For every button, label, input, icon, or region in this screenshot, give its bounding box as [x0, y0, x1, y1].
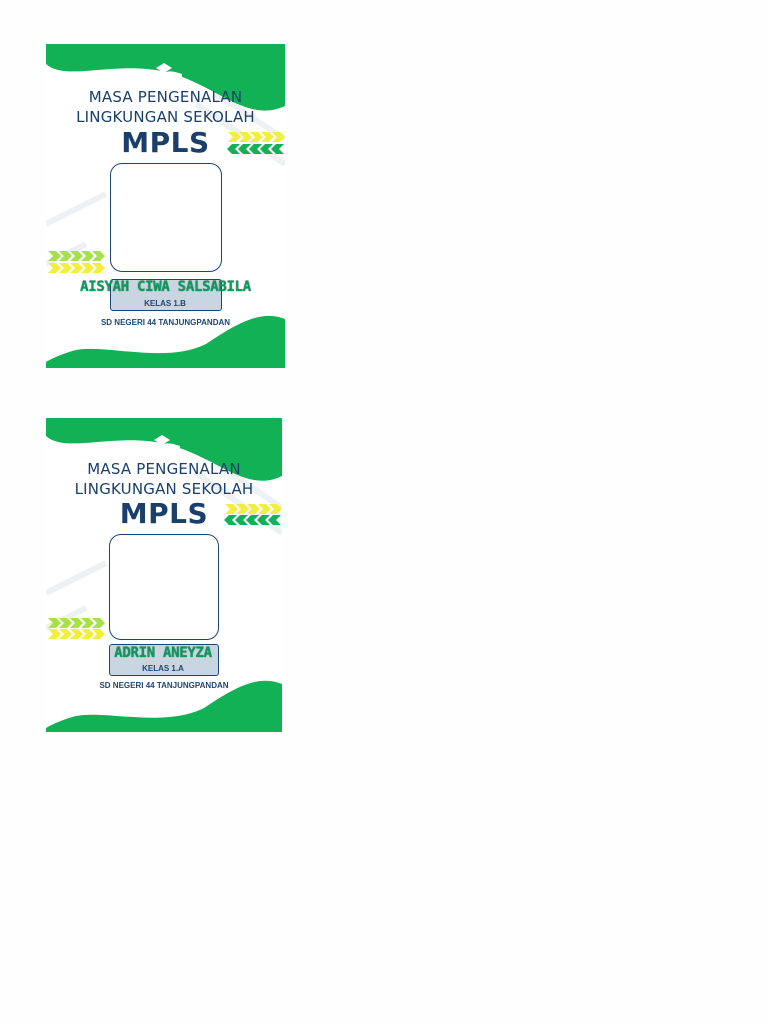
- top-wave: [46, 418, 282, 481]
- bottom-wave: [46, 315, 285, 368]
- chevron-arrows-icon-left: [48, 618, 105, 639]
- mpls-heading: MPLS: [121, 126, 210, 159]
- id-card-2: MASA PENGENALAN LINGKUNGAN SEKOLAH MPLS …: [46, 418, 282, 732]
- school-name: SD NEGERI 44 TANJUNGPANDAN: [100, 318, 231, 327]
- graduation-cap-book-icon: [144, 63, 184, 80]
- id-card-1: MASA PENGENALAN LINGKUNGAN SEKOLAH MPLS …: [46, 44, 285, 368]
- class-label: KELAS 1.B: [144, 299, 186, 308]
- student-name: ADRIN ANEYZA: [114, 645, 212, 661]
- top-wave: [46, 44, 285, 111]
- chevron-arrows-icon-left: [48, 251, 105, 273]
- class-label: KELAS 1.A: [142, 664, 184, 673]
- student-name: AISYAH CIWA SALSABILA: [80, 279, 251, 295]
- photo-placeholder: [110, 163, 222, 272]
- graduation-cap-book-icon: [142, 435, 182, 452]
- name-box: [110, 279, 222, 311]
- card-background: [46, 44, 285, 368]
- card-background: [46, 418, 282, 732]
- event-title-line-2: LINGKUNGAN SEKOLAH: [76, 108, 255, 126]
- event-title-line-1: MASA PENGENALAN: [88, 88, 243, 106]
- chevron-arrows-icon: [227, 132, 285, 154]
- school-name: SD NEGERI 44 TANJUNGPANDAN: [99, 681, 229, 690]
- name-box: [109, 644, 219, 676]
- photo-placeholder: [109, 534, 219, 640]
- chevron-arrows-icon: [224, 504, 282, 525]
- mpls-heading: MPLS: [119, 497, 209, 530]
- event-title-line-2: LINGKUNGAN SEKOLAH: [74, 480, 254, 498]
- event-title-line-1: MASA PENGENALAN: [87, 460, 241, 478]
- bottom-wave: [46, 680, 282, 732]
